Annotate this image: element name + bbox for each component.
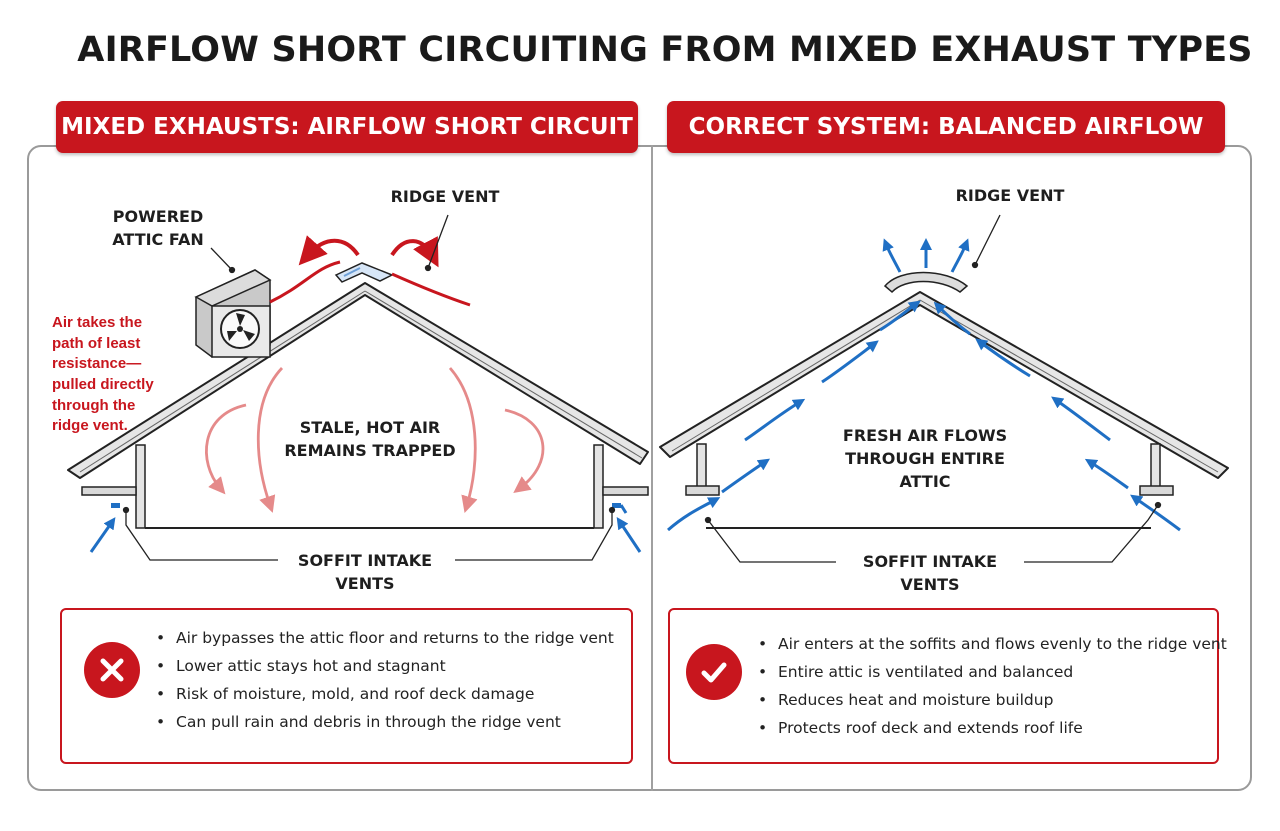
left-ridge-vent <box>334 262 394 283</box>
bullet-item: Protects roof deck and extends roof life <box>752 714 1227 742</box>
right-bullet-list: Air enters at the soffits and flows even… <box>752 630 1227 742</box>
panel-divider <box>651 145 653 791</box>
bullet-item: Air bypasses the attic floor and returns… <box>150 624 614 652</box>
bullet-item: Air enters at the soffits and flows even… <box>752 630 1227 658</box>
bullet-item: Lower attic stays hot and stagnant <box>150 652 614 680</box>
stale-air-arrows <box>205 367 545 514</box>
bullet-item: Can pull rain and debris in through the … <box>150 708 614 736</box>
left-intake-arrows <box>89 503 642 553</box>
left-ridge-vent-label: RIDGE VENT <box>390 187 500 206</box>
right-attic-structure <box>659 291 1229 529</box>
left-summary-box: Air bypasses the attic floor and returns… <box>60 608 633 764</box>
x-mark-icon <box>84 642 140 698</box>
left-panel-banner: MIXED EXHAUSTS: AIRFLOW SHORT CIRCUIT <box>56 101 638 153</box>
bullet-item: Risk of moisture, mold, and roof deck da… <box>150 680 614 708</box>
right-panel-banner: CORRECT SYSTEM: BALANCED AIRFLOW <box>667 101 1225 153</box>
left-bullet-list: Air bypasses the attic floor and returns… <box>150 624 614 736</box>
bullet-item: Reduces heat and moisture buildup <box>752 686 1227 714</box>
left-leader-lines <box>122 214 616 561</box>
right-summary-box: Air enters at the soffits and flows even… <box>668 608 1227 764</box>
stale-air-label: STALE, HOT AIR REMAINS TRAPPED <box>284 418 456 461</box>
page-title: AIRFLOW SHORT CIRCUITING FROM MIXED EXHA… <box>77 30 1253 70</box>
fresh-air-label: FRESH AIR FLOWS THROUGH ENTIRE ATTIC <box>842 426 1008 492</box>
check-mark-icon <box>686 644 742 700</box>
path-of-least-resistance-note: Air takes the path of least resistance—p… <box>52 314 154 435</box>
powered-attic-fan <box>194 269 272 358</box>
right-leader-lines <box>704 214 1162 563</box>
balanced-airflow-arrows <box>667 238 1181 532</box>
short-circuit-arrows <box>269 235 471 307</box>
powered-attic-fan-label: POWERED ATTIC FAN <box>112 207 204 250</box>
right-ridge-vent-label: RIDGE VENT <box>955 186 1065 205</box>
left-soffit-label: SOFFIT INTAKE VENTS <box>297 551 433 594</box>
right-ridge-vent <box>883 271 969 294</box>
right-soffit-label: SOFFIT INTAKE VENTS <box>862 552 998 595</box>
bullet-item: Entire attic is ventilated and balanced <box>752 658 1227 686</box>
left-attic-structure <box>67 282 649 529</box>
